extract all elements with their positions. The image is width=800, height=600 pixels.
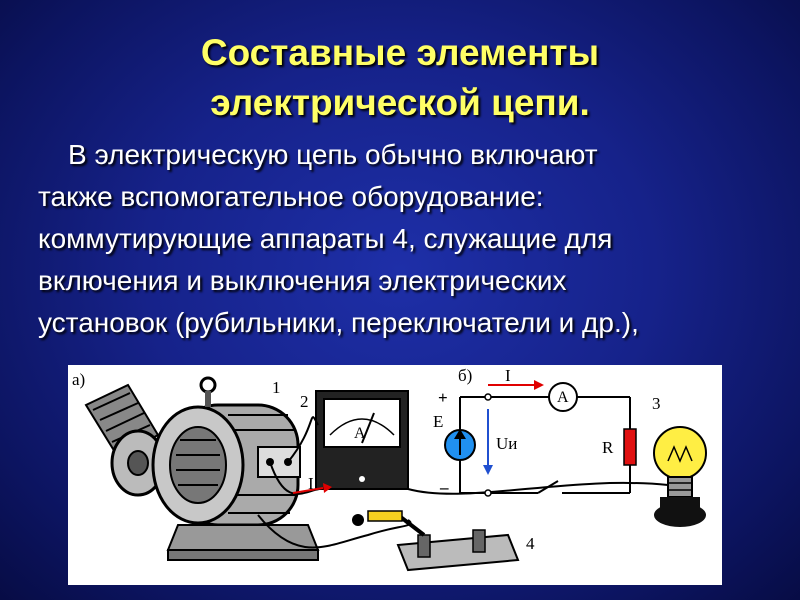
- light-bulb: [653, 426, 707, 527]
- body-line-3: коммутирующие аппараты 4, служащие для: [38, 223, 613, 254]
- circuit-illustration: [84, 376, 707, 572]
- label-num-3: 3: [652, 394, 661, 413]
- figure-label-b: б): [458, 366, 473, 385]
- voltage-label-u: Uи: [496, 434, 518, 453]
- label-num-4: 4: [526, 534, 535, 553]
- body-line-4: включения и выключения электрических: [38, 265, 567, 296]
- ammeter-circle-label: A: [557, 389, 569, 406]
- body-line-2: также вспомогательное оборудование:: [38, 181, 544, 212]
- ammeter-device: [315, 390, 409, 490]
- generator-drawing: [84, 376, 320, 561]
- resistor-label-r: R: [602, 438, 614, 457]
- circuit-figure: а) б) 1 2 3 4 I I A A E Uи R + –: [68, 365, 722, 585]
- ammeter-face-label: A: [354, 425, 366, 442]
- label-num-1: 1: [272, 378, 281, 397]
- label-current-left: I: [308, 474, 314, 493]
- title-line-2: электрической цепи.: [210, 82, 590, 123]
- slide-title: Составные элементы электрической цепи.: [0, 28, 800, 128]
- knife-switch: [352, 510, 520, 572]
- body-paragraph: В электрическую цепь обычно включают так…: [38, 134, 798, 344]
- minus-sign: –: [440, 478, 449, 497]
- plus-sign: +: [438, 388, 448, 407]
- figure-label-a: а): [72, 370, 86, 389]
- label-current-top: I: [505, 366, 511, 385]
- circuit-schematic: [444, 380, 637, 497]
- body-line-1: В электрическую цепь обычно включают: [68, 139, 598, 170]
- body-line-5: установок (рубильники, переключатели и д…: [38, 307, 639, 338]
- label-num-2: 2: [300, 392, 309, 411]
- source-label-e: E: [433, 412, 444, 431]
- title-line-1: Составные элементы: [200, 32, 600, 73]
